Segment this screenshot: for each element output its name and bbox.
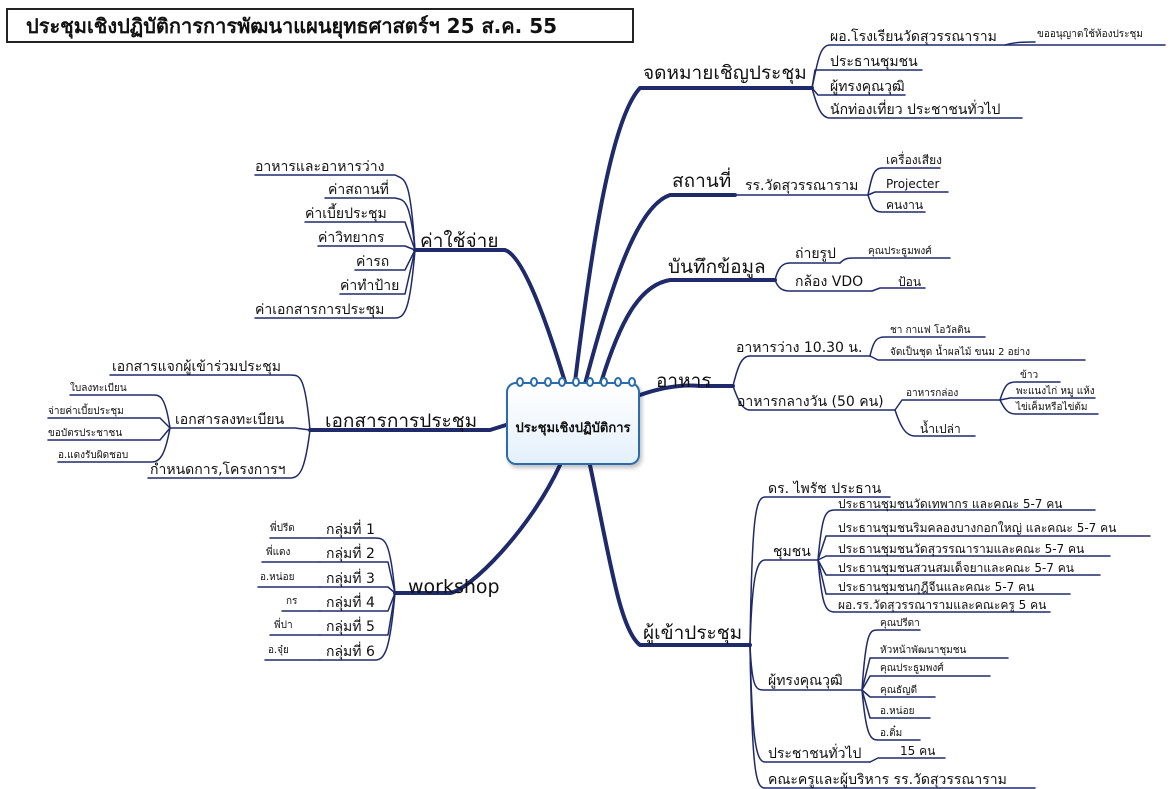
node-group-6[interactable]: กลุ่มที่ 6 xyxy=(326,644,375,660)
topic-cost[interactable]: ค่าใช้จ่าย xyxy=(420,230,499,252)
node-reg-1[interactable]: ใบลงทะเบียน xyxy=(70,383,127,394)
central-topic-label: ประชุมเชิงปฏิบัติการ xyxy=(515,421,631,436)
ring-icon xyxy=(558,377,566,387)
node-att-teachers[interactable]: คณะครูและผู้บริหาร รร.วัดสุวรรณาราม xyxy=(768,772,1007,788)
ring-icon xyxy=(628,377,636,387)
node-exp-5[interactable]: อ.หน่อย xyxy=(880,706,915,717)
node-docs-reg[interactable]: เอกสารลงทะเบียน xyxy=(175,412,285,428)
node-group-5[interactable]: กลุ่มที่ 5 xyxy=(326,619,375,635)
node-att-expert[interactable]: ผู้ทรงคุณวุฒิ xyxy=(768,673,843,689)
node-inv-public[interactable]: นักท่องเที่ยว ประชาชนทั่วไป xyxy=(830,102,1001,118)
node-group-6-lead[interactable]: อ.จุ๋ย xyxy=(268,645,289,656)
node-att-pres[interactable]: ดร. ไพรัช ประธาน xyxy=(768,481,882,497)
node-inv-chair[interactable]: ประธานชุมชน xyxy=(830,54,918,70)
node-exp-2[interactable]: หัวหน้าพัฒนาชุมชน xyxy=(880,645,967,656)
ring-icon xyxy=(586,377,594,387)
node-group-2[interactable]: กลุ่มที่ 2 xyxy=(326,546,375,562)
node-exp-4[interactable]: คุณธัญดี xyxy=(880,685,918,696)
node-docs-hand[interactable]: เอกสารแจกผู้เข้าร่วมประชุม xyxy=(112,359,281,375)
node-group-3[interactable]: กลุ่มที่ 3 xyxy=(326,571,375,587)
node-place-proj[interactable]: Projecter xyxy=(886,177,940,191)
ring-icon xyxy=(600,377,608,387)
node-reg-2[interactable]: จ่ายค่าเบี้ยประชุม xyxy=(48,406,124,417)
node-group-3-lead[interactable]: อ.หน่อย xyxy=(260,572,295,583)
topic-place[interactable]: สถานที่ xyxy=(672,170,732,192)
central-topic[interactable]: ประชุมเชิงปฏิบัติการ xyxy=(506,377,640,465)
node-cost-1[interactable]: อาหารและอาหารว่าง xyxy=(255,159,385,175)
node-comm-4[interactable]: ประธานชุมชนสวนสมเด็จยาและคณะ 5-7 คน xyxy=(838,561,1074,575)
topic-invite[interactable]: จดหมายเชิญประชุม xyxy=(643,62,807,84)
node-rec-photo[interactable]: ถ่ายรูป xyxy=(795,246,836,262)
node-rec-photo-who[interactable]: คุณประธูมพงศ์ xyxy=(868,246,932,257)
node-cost-6[interactable]: ค่าทำป้าย xyxy=(340,278,400,294)
node-exp-3[interactable]: คุณประธูมพงศ์ xyxy=(880,663,944,674)
node-food-snack[interactable]: อาหารว่าง 10.30 น. xyxy=(736,340,863,356)
node-group-4[interactable]: กลุ่มที่ 4 xyxy=(326,595,375,611)
node-group-4-lead[interactable]: กร xyxy=(286,596,298,607)
node-comm-3[interactable]: ประธานชุมชนวัดสุวรรณารามและคณะ 5-7 คน xyxy=(838,542,1085,556)
node-comm-1[interactable]: ประธานชุมชนวัดเทพากร และคณะ 5-7 คน xyxy=(838,497,1063,511)
node-place-staff[interactable]: คนงาน xyxy=(886,198,924,212)
ring-icon xyxy=(614,377,622,387)
node-group-1[interactable]: กลุ่มที่ 1 xyxy=(326,522,375,538)
node-exp-6[interactable]: อ.ติ๋ม xyxy=(880,728,903,739)
node-food-egg[interactable]: ไข่เค็มหรือไข่ต้ม xyxy=(1016,402,1088,413)
topic-workshop[interactable]: workshop xyxy=(408,576,500,598)
node-place-school[interactable]: รร.วัดสุวรรณาราม xyxy=(745,178,859,194)
node-reg-4[interactable]: อ.แดงรับผิดชอบ xyxy=(58,450,129,461)
node-food-rice[interactable]: ข้าว xyxy=(1020,370,1039,381)
node-comm-5[interactable]: ประธานชุมชนกุฎีจีนและคณะ 5-7 คน xyxy=(838,580,1035,594)
node-food-box[interactable]: อาหารกล่อง xyxy=(906,388,959,399)
node-cost-5[interactable]: ค่ารถ xyxy=(356,254,390,270)
node-cost-3[interactable]: ค่าเบี้ยประชุม xyxy=(305,206,387,222)
node-food-snack2[interactable]: จัดเป็นชุด น้ำผลไม้ ขนม 2 อย่าง xyxy=(890,347,1030,358)
topic-attend[interactable]: ผู้เข้าประชุม xyxy=(643,622,743,644)
page-title: ประชุมเชิงปฏิบัติการการพัฒนาแผนยุทธศาสตร… xyxy=(6,8,634,43)
node-cost-4[interactable]: ค่าวิทยากร xyxy=(318,230,385,246)
node-att-public-n[interactable]: 15 คน xyxy=(900,744,936,758)
node-att-public[interactable]: ประชาชนทั่วไป xyxy=(768,746,862,762)
node-food-chicken[interactable]: พะแนงไก่ หมู แห้ง xyxy=(1016,386,1095,397)
node-group-5-lead[interactable]: พี่ปา xyxy=(274,620,293,631)
node-place-sound[interactable]: เครื่องเสียง xyxy=(886,153,942,167)
node-comm-2[interactable]: ประธานชุมชนริมคลองบางกอกใหญ่ และคณะ 5-7 … xyxy=(838,521,1117,535)
ring-icon xyxy=(572,377,580,387)
node-docs-sched[interactable]: กำหนดการ,โครงการฯ xyxy=(150,462,286,478)
ring-icon xyxy=(516,377,524,387)
node-cost-7[interactable]: ค่าเอกสารการประชุม xyxy=(255,302,385,318)
node-group-1-lead[interactable]: พี่ปรีด xyxy=(270,523,295,534)
notebook-rings xyxy=(516,377,636,389)
ring-icon xyxy=(544,377,552,387)
topic-docs[interactable]: เอกสารการประชุม xyxy=(325,410,478,432)
topic-food[interactable]: อาหาร xyxy=(656,370,712,392)
node-att-comm[interactable]: ชุมชน xyxy=(773,544,811,560)
node-inv-expert[interactable]: ผู้ทรงคุณวุฒิ xyxy=(830,79,905,95)
node-inv-school[interactable]: ผอ.โรงเรียนวัดสุวรรณาราม xyxy=(830,29,997,45)
node-group-2-lead[interactable]: พี่แดง xyxy=(266,547,291,558)
node-exp-1[interactable]: คุณปรีดา xyxy=(880,618,920,629)
topic-record[interactable]: บันทึกข้อมูล xyxy=(668,256,766,278)
node-inv-permit[interactable]: ขออนุญาตใช้ห้องประชุม xyxy=(1037,29,1143,40)
node-comm-6[interactable]: ผอ.รร.วัดสุวรรณารามและคณะครู 5 คน xyxy=(838,598,1047,612)
node-rec-vdo-who[interactable]: ป้อน xyxy=(898,275,922,289)
ring-icon xyxy=(530,377,538,387)
node-food-water[interactable]: น้ำเปล่า xyxy=(920,422,961,436)
node-cost-2[interactable]: ค่าสถานที่ xyxy=(328,182,389,198)
node-food-snack1[interactable]: ชา กาแฟ โอวัลติน xyxy=(890,325,971,336)
node-reg-3[interactable]: ขอบัตรประชาชน xyxy=(48,428,123,439)
node-rec-vdo[interactable]: กล้อง VDO xyxy=(795,274,864,290)
node-food-lunch[interactable]: อาหารกลางวัน (50 คน) xyxy=(737,394,884,410)
